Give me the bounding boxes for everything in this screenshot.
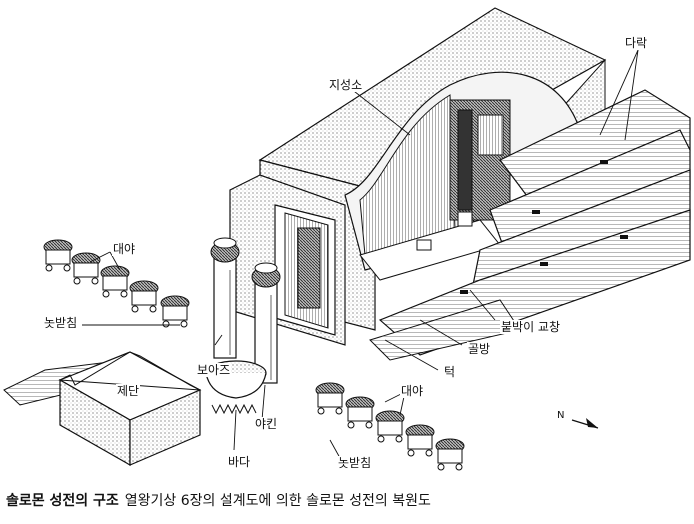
label-notbatchim-right: 놋받침	[337, 456, 373, 470]
compass-north-label: N	[557, 410, 565, 421]
label-darak: 다락	[624, 36, 649, 50]
caption-subtitle: 열왕기상 6장의 설계도에 의한 솔로몬 성전의 복원도	[124, 493, 431, 509]
altar	[3, 351, 202, 467]
caption-title: 솔로몬 성전의 구조	[6, 493, 119, 509]
lavers-right	[315, 382, 465, 471]
label-teok: 턱	[443, 365, 457, 379]
lavers-left	[43, 239, 190, 328]
label-boaz: 보아즈	[196, 363, 232, 377]
label-bada: 바다	[227, 455, 252, 469]
temple-porch	[229, 174, 346, 346]
side-chambers	[369, 89, 691, 361]
label-notbatchim-left: 놋받침	[43, 316, 79, 330]
label-jedan: 제단	[116, 384, 141, 398]
leader-lines	[82, 49, 639, 459]
label-bulbaki-gyocham: 붙박이 교창	[500, 320, 562, 334]
label-jisungso: 지성소	[328, 78, 364, 92]
pillar-boaz	[210, 237, 240, 359]
label-jachin: 야킨	[254, 417, 279, 431]
north-arrow	[571, 418, 599, 429]
label-golbang: 골방	[467, 342, 492, 356]
pillar-jachin	[251, 262, 281, 384]
label-daeya-left: 대야	[112, 242, 137, 256]
figure-caption: 솔로몬 성전의 구조 열왕기상 6장의 설계도에 의한 솔로몬 성전의 복원도	[6, 490, 431, 510]
label-daeya-right: 대야	[400, 384, 425, 398]
